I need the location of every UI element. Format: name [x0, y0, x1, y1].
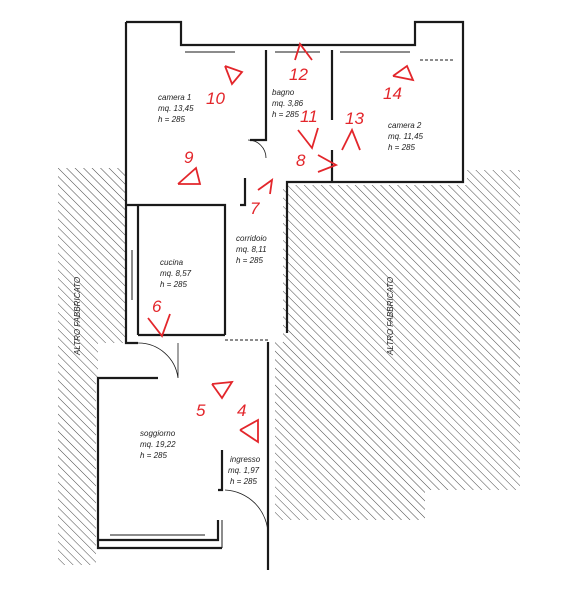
photo-marker-icon [177, 166, 202, 185]
wall-camera1-door [240, 178, 247, 207]
room-label-camera1: camera 1 mq. 13,45 h = 285 [158, 93, 194, 124]
photo-marker-icon [297, 127, 319, 150]
photo-number: 4 [237, 401, 246, 420]
svg-text:mq. 13,45: mq. 13,45 [158, 104, 194, 113]
photo-number: 13 [345, 109, 364, 128]
svg-text:mq. 8,11: mq. 8,11 [236, 245, 267, 254]
room-label-bagno: bagno mq. 3,86 h = 285 [272, 88, 304, 119]
svg-text:camera 2: camera 2 [388, 121, 422, 130]
svg-text:ingresso: ingresso [230, 455, 261, 464]
svg-text:h = 285: h = 285 [140, 451, 167, 460]
photo-marker-icon [392, 64, 415, 82]
svg-text:mq. 11,45: mq. 11,45 [388, 132, 424, 141]
photo-marker-icon [147, 313, 171, 338]
svg-text:h = 285: h = 285 [158, 115, 185, 124]
photo-number: 11 [300, 107, 318, 126]
photo-marker-icon [341, 127, 361, 151]
svg-text:soggiorno: soggiorno [140, 429, 176, 438]
photo-number: 7 [250, 199, 260, 218]
photo-marker-icon [211, 380, 234, 400]
side-label-left: ALTRO FABBRICATO [73, 277, 82, 356]
room-label-corridoio: corridoio mq. 8,11 h = 285 [236, 234, 267, 265]
svg-text:mq. 8,57: mq. 8,57 [160, 269, 192, 278]
photo-marker-icon [224, 65, 244, 86]
photo-number: 6 [152, 297, 162, 316]
svg-text:camera 1: camera 1 [158, 93, 191, 102]
exterior-wall-left [124, 22, 138, 345]
room-label-soggiorno: soggiorno mq. 19,22 h = 285 [140, 429, 176, 460]
svg-text:h = 285: h = 285 [272, 110, 299, 119]
photo-number: 5 [196, 401, 206, 420]
svg-text:h = 285: h = 285 [230, 477, 257, 486]
room-label-camera2: camera 2 mq. 11,45 h = 285 [388, 121, 424, 152]
exterior-wall-bottom [96, 540, 222, 550]
svg-text:mq. 3,86: mq. 3,86 [272, 99, 304, 108]
photo-marker-icon [317, 154, 339, 173]
wall-camera1-bagno [250, 50, 268, 142]
apartment-footprint [96, 22, 463, 570]
hatched-area-left [58, 168, 130, 565]
svg-text:mq. 19,22: mq. 19,22 [140, 440, 176, 449]
wall-soggiorno-ingresso [218, 450, 224, 492]
svg-text:cucina: cucina [160, 258, 184, 267]
svg-text:bagno: bagno [272, 88, 295, 97]
hatched-area-right [275, 170, 520, 520]
photo-number: 8 [296, 151, 306, 170]
exterior-wall [126, 20, 465, 333]
svg-text:h = 285: h = 285 [388, 143, 415, 152]
photo-marker-icon [294, 42, 313, 61]
door-swing-bagno [247, 139, 267, 159]
room-label-ingresso: ingresso mq. 1,97 h = 285 [228, 455, 261, 486]
photo-marker-icon [257, 178, 274, 195]
side-label-right: ALTRO FABBRICATO [386, 277, 395, 356]
svg-text:corridoio: corridoio [236, 234, 267, 243]
photo-number: 12 [289, 65, 308, 84]
door-swing-living [137, 342, 179, 379]
photo-number: 14 [383, 84, 402, 103]
door-swing-entrance [224, 489, 269, 536]
room-label-cucina: cucina mq. 8,57 h = 285 [160, 258, 192, 289]
svg-text:h = 285: h = 285 [160, 280, 187, 289]
photo-marker-icon [239, 418, 259, 444]
svg-text:mq. 1,97: mq. 1,97 [228, 466, 260, 475]
photo-number: 9 [184, 148, 194, 167]
photo-number: 10 [206, 89, 225, 108]
wall-camera1-bottom [126, 203, 227, 335]
svg-text:h = 285: h = 285 [236, 256, 263, 265]
